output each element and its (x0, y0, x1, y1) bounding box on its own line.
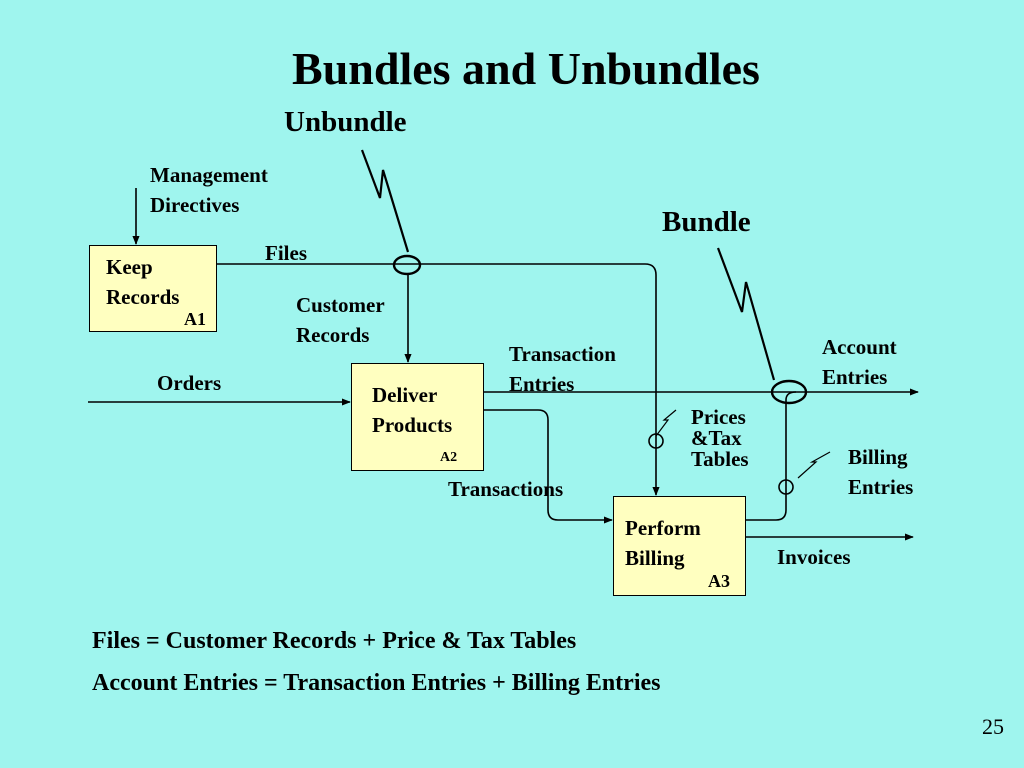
activity-number-a3: A3 (708, 571, 730, 591)
arrow-transactions (484, 409, 613, 524)
activity-number-a1: A1 (184, 309, 206, 329)
unbundle-label: Unbundle (284, 106, 407, 138)
label-account-entries: Account Entries (822, 335, 897, 389)
label-customer-records: Customer Records (296, 293, 385, 347)
tunnel-prices (648, 433, 664, 449)
activity-label-keep-records: Keep Records (106, 255, 180, 309)
unbundle-junction (392, 254, 422, 276)
billing-squiggle (797, 451, 831, 479)
label-billing-entries: Billing Entries (848, 445, 914, 499)
unbundle-pointer (360, 149, 410, 253)
activity-perform-billing: Perform Billing A3 (613, 496, 746, 596)
label-files: Files (265, 241, 307, 265)
label-transactions: Transactions (448, 477, 564, 501)
label-orders: Orders (157, 371, 222, 395)
activity-number-a2: A2 (440, 450, 458, 465)
bundle-label: Bundle (662, 206, 751, 238)
label-invoices: Invoices (777, 545, 851, 569)
equation-account-entries: Account Entries = Transaction Entries + … (92, 670, 661, 696)
activity-label-deliver-products: Deliver Products (372, 383, 453, 437)
prices-squiggle (655, 409, 677, 437)
activity-keep-records: Keep Records A1 (89, 245, 217, 332)
arrow-files (217, 263, 660, 496)
page-number: 25 (982, 714, 1004, 739)
activity-deliver-products: Deliver Products A2 (351, 363, 484, 471)
slide-title: Bundles and Unbundles (292, 43, 760, 94)
activity-label-perform-billing: Perform Billing (625, 516, 701, 570)
arrow-billing-entries (746, 391, 797, 521)
tunnel-billing (778, 479, 794, 495)
label-transaction-entries: Transaction Entries (509, 342, 616, 396)
bundle-junction (770, 379, 808, 405)
equation-files: Files = Customer Records + Price & Tax T… (92, 628, 577, 654)
label-management-directives: Management Directives (150, 163, 268, 217)
bundle-pointer (716, 247, 776, 381)
label-prices-tax-tables: Prices &Tax Tables (691, 405, 749, 471)
